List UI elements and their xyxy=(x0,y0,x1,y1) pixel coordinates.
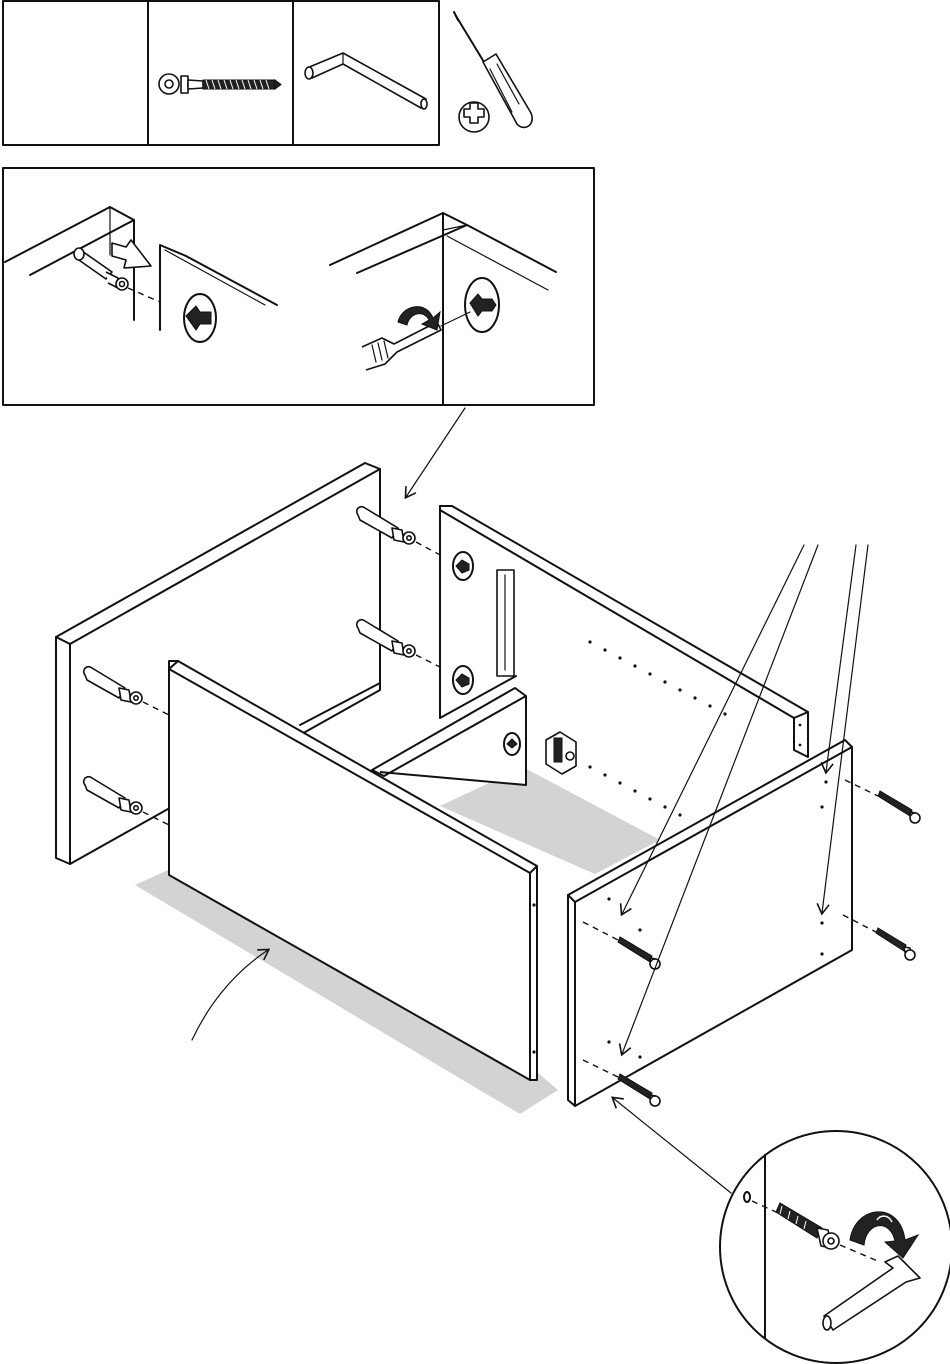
parts-legend xyxy=(3,1,532,145)
main-assembly xyxy=(56,463,920,1193)
zoom-circle xyxy=(720,1131,950,1363)
cam-bolt-screw-icon xyxy=(159,74,281,94)
cam-lock-fitting xyxy=(546,732,576,774)
curved-arrow xyxy=(192,950,268,1040)
phillips-screwdriver-icon xyxy=(454,12,532,132)
allen-key-icon xyxy=(305,53,427,109)
step-turn-cam-lock xyxy=(330,213,556,405)
detail-inset xyxy=(3,168,594,497)
step-insert-cam-bolt xyxy=(5,207,277,342)
right-side-panel xyxy=(568,740,852,1106)
